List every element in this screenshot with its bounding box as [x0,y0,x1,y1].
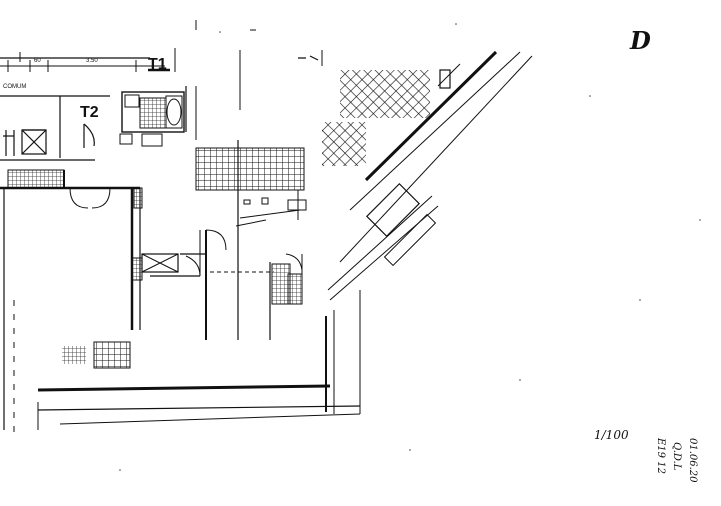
centre-fixtures [235,190,307,227]
tiled-floor-centre [195,147,305,191]
top-marks [148,20,323,110]
scan-noise [119,23,701,471]
drawing-scale: 1/100 [594,428,629,442]
left-apartment-walls [0,169,143,430]
room-label-t1: T1 [148,56,167,73]
sheet-letter: D [630,26,651,55]
bottom-wall [13,290,361,440]
dimension-line-top [0,52,165,72]
annotation-line-2: Q.D.L [671,442,682,471]
annotation-line-1: E19 12 [655,438,666,474]
corridor-walls [141,140,303,340]
room-label-t2: T2 [80,104,99,121]
diagonal-facade [322,50,533,301]
handwritten-annotation: E19 12 Q.D.L 01.06.20 [655,418,720,498]
bottom-left-tiles [62,341,131,369]
room-label-comum: COMUM [3,84,27,90]
annotation-line-3: 01.06.20 [687,438,698,483]
dimension-label-a: 60 [34,58,41,64]
dimension-label-b: 3.50 [86,58,98,64]
bathroom-block [119,86,197,147]
room-t2-walls [0,95,110,161]
